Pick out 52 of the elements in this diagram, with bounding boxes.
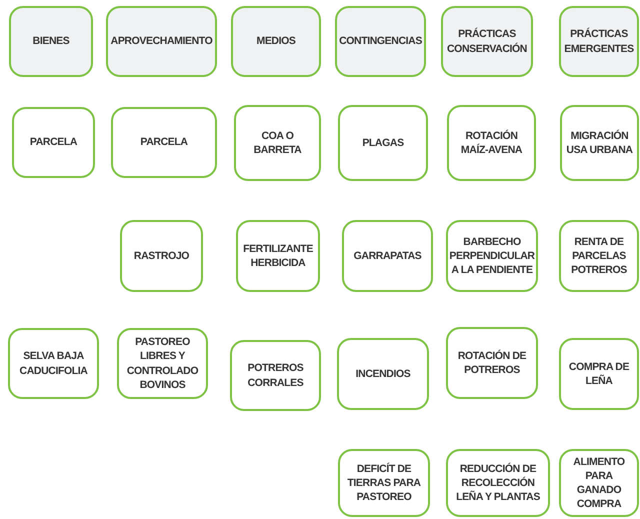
item-box (559, 220, 639, 292)
box-label: MEDIOS (256, 34, 296, 49)
item-box (117, 328, 208, 399)
box-label: PRÁCTICAS CONSERVACIÓN (446, 27, 528, 56)
item-box (559, 449, 639, 517)
item-box (12, 107, 95, 178)
box-label: DEFICÍT DE TIERRAS PARA PASTOREO (346, 462, 422, 504)
header-box (559, 6, 639, 77)
item-box (446, 327, 538, 399)
box-label: POTREROS CORRALES (246, 361, 304, 390)
box-label: RENTA DE PARCELAS POTREROS (570, 234, 628, 278)
header-box (335, 6, 426, 77)
box-label: FERTILIZANTE HERBICIDA (242, 242, 314, 270)
header-box (441, 6, 533, 77)
item-box (120, 220, 203, 292)
item-box (559, 338, 639, 410)
header-box (9, 6, 93, 77)
box-label: PASTOREO LIBRES Y CONTROLADO BOVINOS (126, 335, 200, 392)
box-label: BARBECHO PERPENDICULAR A LA PENDIENTE (449, 234, 535, 278)
box-label: RASTROJO (134, 248, 190, 264)
header-box (231, 6, 321, 77)
box-label: ROTACIÓN MAÍZ-AVENA (460, 128, 524, 158)
item-box (446, 449, 550, 517)
item-box (234, 105, 321, 181)
item-box (337, 338, 429, 410)
box-label: REDUCCIÓN DE RECOLECCIÓN LEÑA Y PLANTAS (455, 462, 541, 504)
box-label: ROTACIÓN DE POTREROS (456, 348, 528, 378)
item-box (447, 105, 536, 181)
item-box (230, 340, 321, 411)
box-label: COMPRA DE LEÑA (568, 360, 630, 388)
item-box (111, 107, 217, 178)
box-label: CONTINGENCIAS (339, 34, 422, 49)
box-label: SELVA BAJA CADUCIFOLIA (18, 349, 88, 378)
box-label: ALIMENTO PARA GANADO COMPRA (572, 454, 626, 512)
item-box (342, 220, 433, 292)
box-label: MIGRACIÓN USA URBANA (565, 128, 634, 158)
item-box (338, 449, 430, 517)
header-box (106, 6, 217, 77)
box-label: GARRAPATAS (354, 248, 422, 264)
item-box (338, 105, 428, 181)
box-label: PRÁCTICAS EMERGENTES (564, 27, 634, 56)
box-label: BIENES (32, 34, 70, 49)
item-box (8, 328, 99, 399)
item-box (446, 220, 538, 292)
box-label: PLAGAS (362, 136, 404, 150)
box-label: INCENDIOS (356, 366, 410, 382)
item-box (560, 105, 639, 181)
item-box (236, 220, 320, 292)
box-label: PARCELA (140, 135, 188, 150)
box-label: COA O BARRETA (252, 128, 302, 158)
box-label: PARCELA (30, 135, 78, 150)
box-label: APROVECHAMIENTO (110, 34, 212, 49)
